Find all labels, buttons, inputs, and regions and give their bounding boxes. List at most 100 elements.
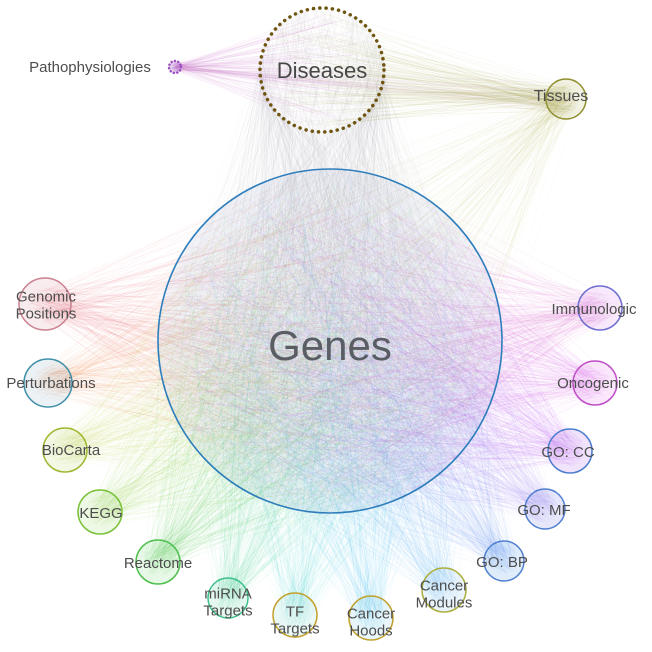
edge: [299, 331, 375, 615]
edge: [233, 93, 570, 458]
edge: [336, 319, 439, 597]
node-tf_targets[interactable]: [272, 592, 318, 638]
node-go_cc[interactable]: [547, 428, 593, 474]
edge: [53, 269, 325, 303]
edge: [304, 312, 604, 334]
edge: [417, 238, 498, 554]
node-immunologic[interactable]: [577, 285, 623, 331]
edge: [276, 112, 380, 275]
edge: [232, 92, 574, 313]
edge: [418, 240, 569, 466]
edge: [290, 475, 441, 585]
edge: [440, 343, 516, 564]
node-perturbations[interactable]: [23, 358, 73, 408]
node-mirna_targets[interactable]: [207, 577, 249, 619]
edge: [320, 87, 560, 487]
edge: [164, 342, 292, 553]
edge: [291, 304, 608, 404]
node-genomic_positions[interactable]: [18, 277, 72, 331]
edge: [326, 286, 554, 505]
node-pathophysiologies[interactable]: [167, 59, 183, 75]
edge: [379, 93, 382, 300]
edge: [282, 117, 482, 290]
node-cancer_modules[interactable]: [421, 567, 467, 613]
edge: [264, 93, 420, 416]
edge: [179, 10, 341, 276]
edge: [159, 315, 215, 564]
edge: [58, 372, 286, 434]
node-oncogenic[interactable]: [572, 360, 618, 406]
edge: [149, 308, 269, 564]
edge: [355, 349, 593, 395]
edge: [97, 345, 233, 510]
edge: [288, 17, 438, 309]
edge: [368, 95, 557, 419]
edge: [204, 131, 314, 336]
edge: [267, 39, 488, 395]
edge: [175, 63, 331, 71]
edge: [289, 440, 571, 491]
edge: [298, 236, 361, 612]
edge: [359, 20, 416, 256]
node-genes[interactable]: [157, 168, 503, 514]
edge: [412, 101, 556, 350]
edge: [310, 84, 571, 96]
edge: [270, 34, 326, 396]
node-reactome[interactable]: [135, 539, 181, 585]
node-go_mf[interactable]: [524, 488, 566, 530]
edge: [48, 309, 480, 366]
edge: [351, 18, 357, 430]
edge: [54, 377, 410, 389]
edge: [202, 417, 555, 506]
edge: [463, 90, 556, 418]
edge: [203, 359, 230, 602]
edge: [355, 17, 463, 385]
node-go_bp[interactable]: [483, 540, 525, 582]
edge: [470, 360, 586, 449]
edge: [366, 101, 570, 422]
node-cancer_hoods[interactable]: [348, 595, 394, 641]
node-diseases[interactable]: [258, 6, 386, 134]
edge: [241, 391, 366, 607]
edge: [177, 23, 330, 65]
edge: [149, 451, 434, 558]
edge: [225, 463, 339, 605]
edge: [334, 130, 489, 318]
edge: [309, 9, 350, 504]
edge: [195, 301, 609, 374]
edge: [163, 475, 419, 549]
edge: [35, 292, 385, 378]
edge: [262, 301, 614, 412]
node-biocarta[interactable]: [42, 427, 88, 473]
edge: [188, 295, 448, 582]
edge: [56, 347, 300, 451]
edge: [197, 91, 556, 346]
edge: [380, 434, 437, 599]
edge: [45, 287, 291, 385]
edge: [304, 276, 475, 612]
label-line: Reactome: [124, 555, 192, 572]
edge: [481, 389, 511, 552]
edge: [161, 361, 280, 569]
edge: [209, 35, 374, 428]
edge: [296, 213, 365, 619]
edge: [60, 388, 310, 462]
node-tissues[interactable]: [545, 78, 587, 120]
edge: [277, 27, 417, 469]
node-kegg[interactable]: [77, 489, 123, 535]
edge: [389, 264, 603, 295]
edge: [325, 85, 383, 391]
edge: [216, 435, 282, 593]
edge: [191, 408, 497, 551]
edge: [234, 69, 261, 248]
edge: [442, 271, 504, 554]
edge: [269, 427, 542, 498]
edge: [49, 381, 443, 404]
edge: [368, 197, 383, 624]
edge: [345, 86, 383, 429]
edge: [218, 130, 336, 406]
edge: [161, 177, 293, 552]
edge: [32, 214, 281, 379]
edge: [274, 16, 291, 312]
edge: [275, 327, 441, 590]
